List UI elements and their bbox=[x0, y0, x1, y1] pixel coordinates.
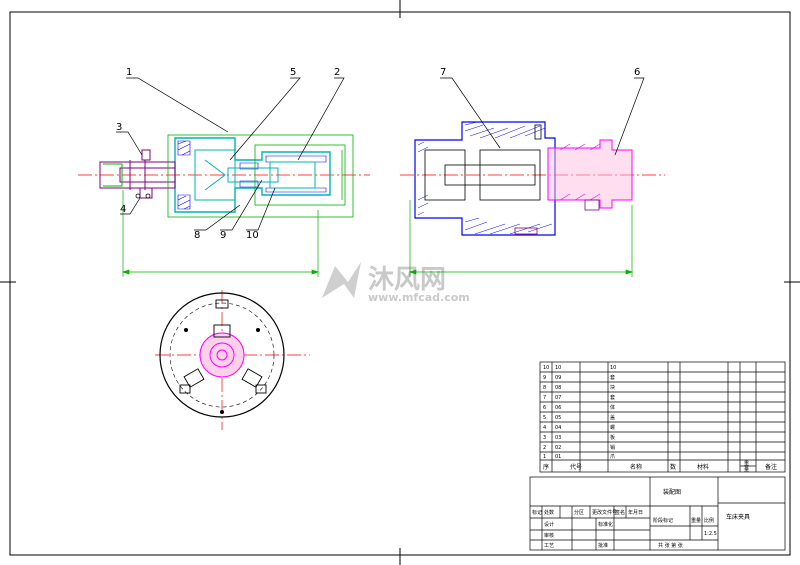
svg-text:5: 5 bbox=[543, 415, 546, 421]
title-row-design: 设计 标准化 bbox=[544, 521, 613, 528]
scale-label: 比例 bbox=[704, 517, 714, 524]
svg-text:10: 10 bbox=[543, 365, 549, 371]
callout-9: 9 bbox=[220, 230, 226, 241]
product-name: 车床夹具 bbox=[726, 513, 750, 521]
scale-value: 1:2.5 bbox=[704, 531, 717, 537]
callout-6: 6 bbox=[634, 67, 640, 78]
title-row-review: 审核 bbox=[544, 532, 554, 539]
svg-text:序: 序 bbox=[543, 463, 549, 471]
svg-text:01: 01 bbox=[555, 454, 561, 460]
svg-text:04: 04 bbox=[555, 425, 561, 431]
svg-text:处数: 处数 bbox=[544, 509, 554, 516]
svg-text:销: 销 bbox=[610, 444, 615, 451]
svg-text:签名: 签名 bbox=[615, 509, 625, 516]
svg-text:标记: 标记 bbox=[532, 509, 542, 516]
callout-1: 1 bbox=[126, 67, 132, 78]
svg-text:审核: 审核 bbox=[544, 532, 554, 539]
svg-text:量: 量 bbox=[744, 466, 749, 473]
bom-row-4: 4 04 螺 bbox=[543, 424, 615, 431]
svg-text:08: 08 bbox=[555, 385, 561, 391]
svg-text:07: 07 bbox=[555, 395, 561, 401]
svg-text:板: 板 bbox=[610, 434, 615, 441]
callout-3: 3 bbox=[116, 122, 122, 133]
bom-row-5: 5 05 盖 bbox=[543, 414, 615, 421]
sheet-count: 共 张 第 张 bbox=[658, 542, 683, 549]
svg-text:数: 数 bbox=[670, 463, 676, 471]
svg-text:套: 套 bbox=[610, 374, 615, 381]
bom-header: 序 代号 名称 数 材料 重 量 备注 bbox=[543, 460, 777, 473]
watermark-logo-icon bbox=[322, 262, 361, 298]
svg-text:2: 2 bbox=[543, 445, 546, 451]
bom-table: 10 10 10 9 09 套 8 08 块 7 07 套 6 06 体 5 05 盖 4 04 螺 3 03… bbox=[539, 361, 786, 473]
svg-text:05: 05 bbox=[555, 415, 561, 421]
svg-text:分区: 分区 bbox=[574, 509, 584, 516]
svg-text:10: 10 bbox=[555, 365, 561, 371]
svg-text:8: 8 bbox=[543, 385, 546, 391]
svg-text:套: 套 bbox=[610, 394, 615, 401]
svg-text:材料: 材料 bbox=[697, 463, 709, 471]
svg-text:重: 重 bbox=[744, 460, 749, 467]
svg-text:爪: 爪 bbox=[610, 454, 615, 460]
svg-text:10: 10 bbox=[610, 365, 616, 371]
svg-text:06: 06 bbox=[555, 405, 561, 411]
watermark-url: www.mfcad.com bbox=[368, 291, 470, 304]
drawing-name: 装配图 bbox=[663, 488, 681, 496]
weight-label: 重量 bbox=[691, 517, 701, 524]
front-view bbox=[155, 290, 310, 430]
callout-10: 10 bbox=[246, 230, 259, 241]
stage-label: 阶段标记 bbox=[653, 517, 673, 524]
bom-row-9: 9 09 套 bbox=[543, 374, 615, 381]
svg-text:代号: 代号 bbox=[570, 463, 582, 471]
svg-text:7: 7 bbox=[543, 395, 546, 401]
svg-text:1: 1 bbox=[543, 454, 546, 460]
watermark: 沐风网 www.mfcad.com bbox=[322, 262, 470, 304]
svg-text:螺: 螺 bbox=[610, 424, 615, 431]
svg-text:盖: 盖 bbox=[610, 414, 615, 421]
svg-text:体: 体 bbox=[610, 404, 615, 411]
svg-text:工艺: 工艺 bbox=[544, 543, 554, 549]
callout-8: 8 bbox=[194, 230, 200, 241]
bom-row-10: 10 10 10 bbox=[543, 365, 616, 371]
callout-5: 5 bbox=[290, 67, 296, 78]
svg-text:设计: 设计 bbox=[544, 521, 554, 528]
svg-text:批准: 批准 bbox=[598, 542, 608, 549]
svg-text:09: 09 bbox=[555, 375, 561, 381]
svg-text:03: 03 bbox=[555, 435, 561, 441]
callout-4: 4 bbox=[120, 204, 126, 215]
svg-text:块: 块 bbox=[610, 384, 615, 391]
svg-text:标准化: 标准化 bbox=[598, 521, 613, 528]
watermark-brand: 沐风网 bbox=[368, 265, 446, 295]
svg-text:02: 02 bbox=[555, 445, 561, 451]
left-section-view bbox=[78, 134, 370, 277]
title-row-revision: 标记 处数 分区 更改文件号 签名 年月日 bbox=[532, 509, 643, 516]
svg-text:年月日: 年月日 bbox=[628, 509, 643, 516]
svg-text:6: 6 bbox=[543, 405, 546, 411]
bom-row-1: 1 01 爪 bbox=[543, 454, 615, 460]
svg-text:4: 4 bbox=[543, 425, 546, 431]
right-section-view bbox=[400, 121, 665, 277]
callout-7: 7 bbox=[440, 67, 446, 78]
svg-text:更改文件号: 更改文件号 bbox=[592, 509, 617, 516]
title-block: 装配图 车床夹具 标记 处数 分区 更改文件号 签名 年月日 设计 标准化 审核… bbox=[529, 476, 786, 551]
svg-text:备注: 备注 bbox=[765, 463, 777, 471]
callout-2: 2 bbox=[334, 67, 340, 78]
svg-text:9: 9 bbox=[543, 375, 546, 381]
bom-row-8: 8 08 块 bbox=[543, 384, 615, 391]
bom-row-2: 2 02 销 bbox=[543, 444, 615, 451]
bom-row-7: 7 07 套 bbox=[543, 394, 615, 401]
bom-row-6: 6 06 体 bbox=[543, 404, 615, 411]
svg-text:名称: 名称 bbox=[630, 463, 642, 471]
svg-text:3: 3 bbox=[543, 435, 546, 441]
title-row-process: 工艺 批准 bbox=[544, 542, 608, 549]
leader-lines bbox=[116, 77, 645, 231]
callout-numbers: 1 5 2 3 4 8 9 10 7 6 bbox=[116, 67, 640, 241]
bom-row-3: 3 03 板 bbox=[543, 434, 615, 441]
